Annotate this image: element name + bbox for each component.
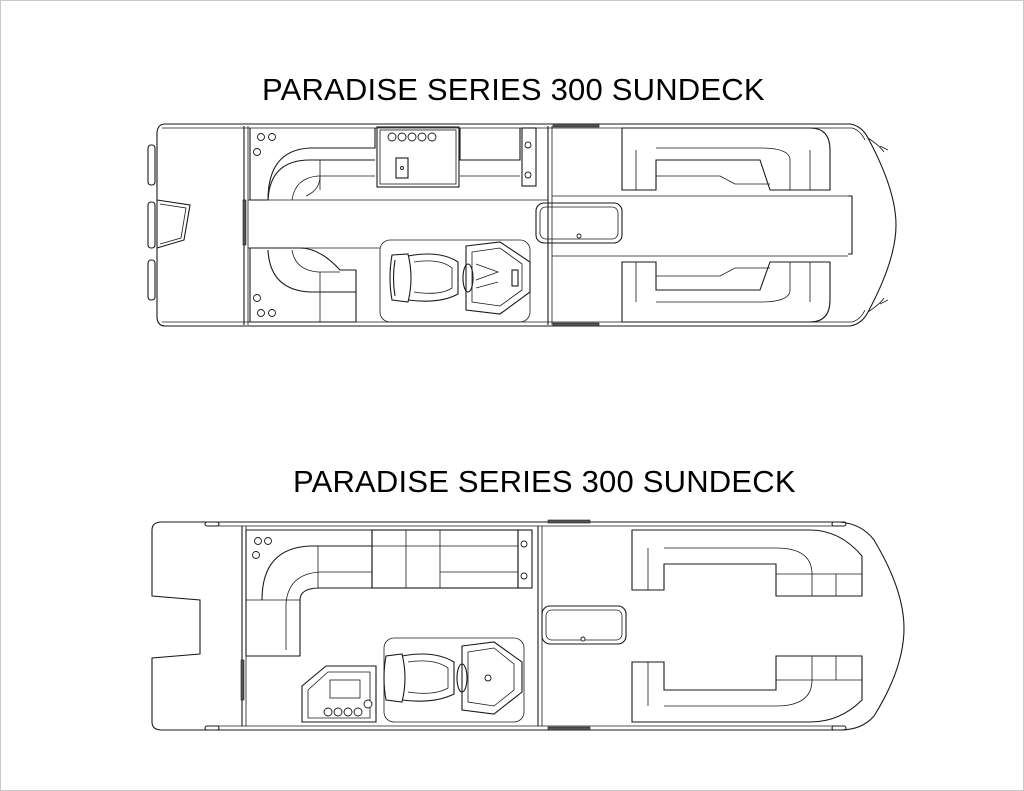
- table-2: [541, 605, 627, 645]
- stern-lounge-top-2: [631, 529, 863, 597]
- table-1: [535, 202, 623, 244]
- stern-lounge-top-1: [621, 127, 831, 191]
- layout-2-title: PARADISE SERIES 300 SUNDECK: [293, 464, 796, 499]
- bar-console-2: [301, 665, 377, 723]
- ladder-1: [147, 144, 156, 186]
- helm-dash-2: [461, 641, 523, 715]
- boat-plan-1: [147, 123, 897, 327]
- hull-outline-2: [151, 521, 905, 731]
- helm-dash-1: [465, 241, 531, 315]
- bow-seat-bottom-1: [249, 247, 357, 323]
- captain-chair-1: [389, 253, 412, 303]
- captain-chair-2: [383, 653, 406, 703]
- bow-gate-1: [156, 199, 191, 249]
- stern-lounge-bottom-1: [621, 261, 831, 323]
- stern-lounge-bottom-2: [631, 655, 863, 723]
- boat-plan-2: [151, 519, 905, 731]
- layout-1-title: PARADISE SERIES 300 SUNDECK: [262, 72, 765, 107]
- hull-outline-1: [156, 123, 897, 327]
- bow-seat-2: [245, 529, 373, 657]
- bar-console-1: [376, 126, 460, 188]
